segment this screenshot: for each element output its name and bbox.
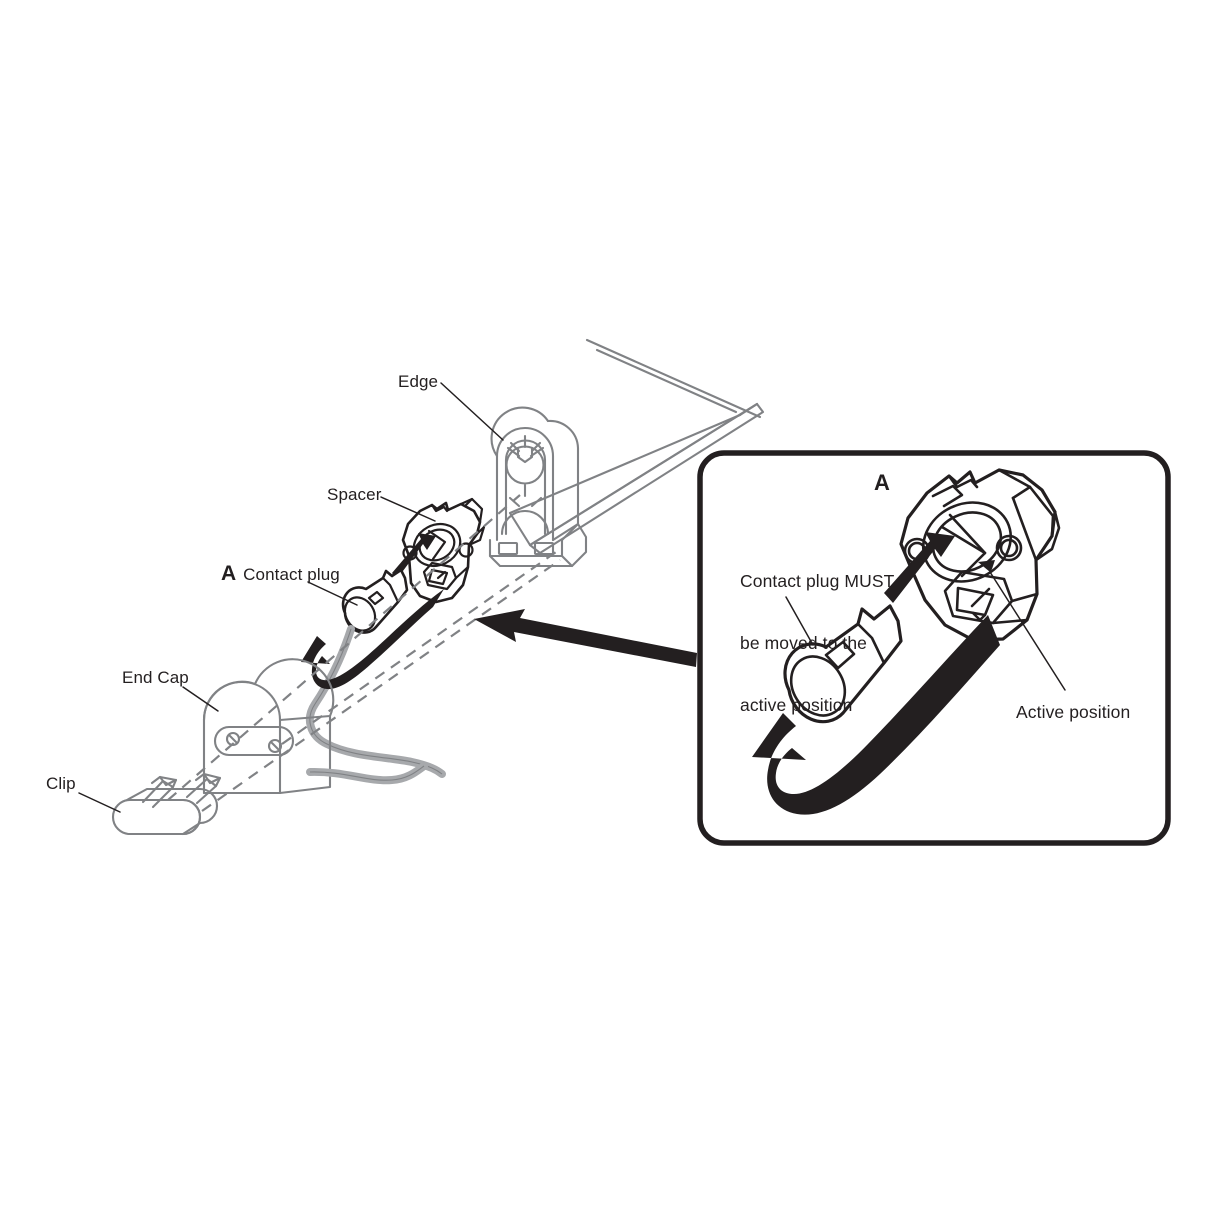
insert-arrow-main bbox=[392, 533, 436, 579]
label-edge: Edge bbox=[398, 372, 439, 391]
detail-instruction-line-3: active position bbox=[740, 695, 853, 716]
detail-contact-plug bbox=[783, 604, 903, 724]
detail-rotate-arrow bbox=[752, 615, 1000, 815]
assembly-axis-dashed bbox=[167, 494, 561, 812]
detail-instruction-line-1: Contact plug MUST bbox=[740, 571, 895, 592]
label-contact-plug-group: A Contact plug bbox=[221, 562, 340, 587]
marker-A-main: A bbox=[221, 562, 237, 585]
rotate-arrow-main bbox=[301, 589, 444, 690]
rail-track bbox=[508, 338, 765, 555]
marker-A-detail: A bbox=[874, 470, 890, 495]
detail-leader-lines bbox=[785, 571, 1066, 691]
label-active-position: Active position bbox=[1016, 702, 1131, 722]
spacer-connector-body bbox=[392, 497, 486, 604]
label-end-cap: End Cap bbox=[122, 668, 189, 687]
label-spacer: Spacer bbox=[327, 485, 382, 504]
clip-part bbox=[111, 772, 222, 836]
detail-socket-body bbox=[884, 468, 1061, 642]
detail-insert-arrow bbox=[884, 532, 955, 603]
detail-instruction-line-2: be moved to the bbox=[740, 633, 867, 654]
leader-lines-main bbox=[78, 382, 504, 813]
cable-endcap-exit-outline bbox=[309, 765, 425, 781]
callout-pointer-arrow bbox=[474, 609, 697, 667]
label-clip: Clip bbox=[46, 774, 76, 793]
active-position-arrowhead bbox=[978, 560, 995, 572]
detail-instruction-text: Contact plug MUST be moved to the active… bbox=[740, 530, 894, 757]
edge-clip-bracket bbox=[488, 406, 588, 568]
label-contact-plug: Contact plug bbox=[243, 565, 340, 584]
